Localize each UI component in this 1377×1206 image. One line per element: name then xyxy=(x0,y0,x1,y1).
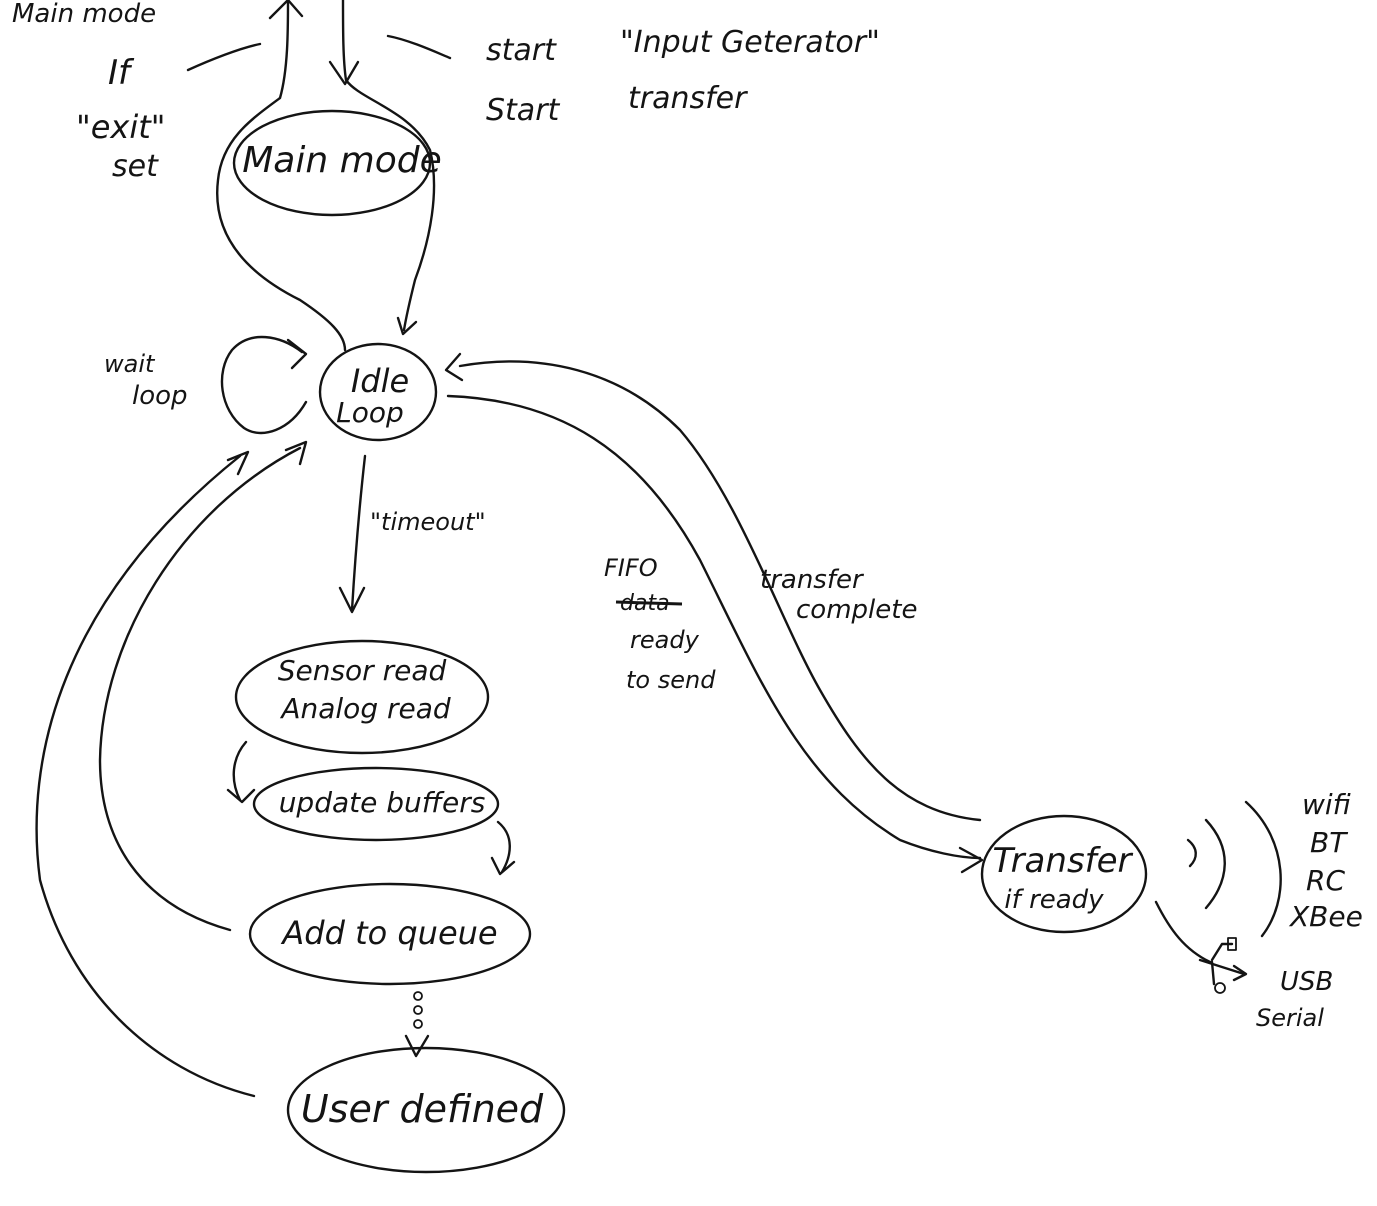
sensor-to-buffers-arrow xyxy=(226,740,256,804)
wait-loop-annotation: wait loop xyxy=(104,350,188,411)
transfer-complete-annotation: transfer complete xyxy=(760,565,917,625)
transfer-label-line1: Transfer xyxy=(992,841,1133,881)
start-transfer-start: Start xyxy=(486,93,561,128)
wifi-label: wifi xyxy=(1302,788,1351,821)
start-pointer xyxy=(386,34,452,60)
main-mode-node: Main mode xyxy=(232,109,442,217)
serial-label: Serial xyxy=(1256,1004,1324,1032)
add-to-queue-node: Add to queue xyxy=(248,882,532,986)
exit-pointer xyxy=(186,42,262,72)
sensor-read-label-line2: Analog read xyxy=(279,692,451,725)
usb-symbol-icon xyxy=(1154,900,1248,994)
to-send-label: to send xyxy=(626,666,716,694)
queue-to-idle-arrow xyxy=(98,440,308,932)
wait-loop-arrow xyxy=(220,335,308,435)
if-exit-set-annotation: If "exit" set xyxy=(76,53,166,184)
usb-label: USB xyxy=(1280,967,1333,997)
ready-label: ready xyxy=(630,626,700,654)
transfer-complete-line1: transfer xyxy=(760,565,865,595)
input-generator-label: "Input Geterator" xyxy=(620,25,880,60)
start-input-generator-annotation: start "Input Geterator" xyxy=(486,25,880,68)
channels-annotation: wifi BT RC XBee xyxy=(1288,788,1363,933)
sensor-read-node: Sensor read Analog read xyxy=(234,639,490,755)
set-label: set xyxy=(112,149,159,184)
sensor-read-label-line1: Sensor read xyxy=(278,654,447,687)
fifo-label: FIFO xyxy=(604,554,658,582)
wait-label: wait xyxy=(104,350,156,378)
fifo-ready-annotation: FIFO data ready to send xyxy=(604,554,716,694)
idle-loop-label-line2: Loop xyxy=(336,396,404,429)
if-label: If xyxy=(108,53,135,93)
idle-loop-node: Idle Loop xyxy=(318,342,438,442)
idle-loop-label-line1: Idle xyxy=(351,362,409,400)
user-defined-to-idle-arrow xyxy=(35,450,256,1098)
start-label: start xyxy=(486,33,557,68)
transfer-complete-line2: complete xyxy=(796,595,917,625)
start-transfer-word: transfer xyxy=(628,81,748,116)
main-mode-label: Main mode xyxy=(242,140,441,181)
bt-label: BT xyxy=(1310,826,1348,859)
rc-label: RC xyxy=(1306,864,1345,897)
idle-to-transfer-channel xyxy=(444,352,984,874)
data-strikethrough xyxy=(615,600,683,606)
main-mode-funnel xyxy=(216,0,436,352)
update-buffers-label: update buffers xyxy=(279,786,486,819)
wireless-waves xyxy=(1186,800,1282,938)
usb-serial-annotation: USB Serial xyxy=(1256,967,1333,1032)
add-to-queue-label: Add to queue xyxy=(280,914,497,952)
loop-label: loop xyxy=(132,381,188,411)
main-mode-top-label: Main mode xyxy=(12,0,156,29)
update-buffers-node: update buffers xyxy=(252,766,500,842)
transfer-label-line2: if ready xyxy=(1004,885,1104,915)
exit-label: "exit" xyxy=(76,108,166,146)
transfer-node: Transfer if ready xyxy=(980,814,1148,934)
user-defined-label: User defined xyxy=(301,1087,544,1131)
xbee-label: XBee xyxy=(1288,900,1363,933)
start-transfer-annotation: Start transfer xyxy=(486,81,748,128)
timeout-arrow xyxy=(338,454,367,614)
buffers-to-queue-arrow xyxy=(490,820,516,876)
user-defined-node: User defined xyxy=(286,1046,566,1174)
queue-to-user-dotted xyxy=(404,991,430,1058)
timeout-label: "timeout" xyxy=(370,508,486,536)
